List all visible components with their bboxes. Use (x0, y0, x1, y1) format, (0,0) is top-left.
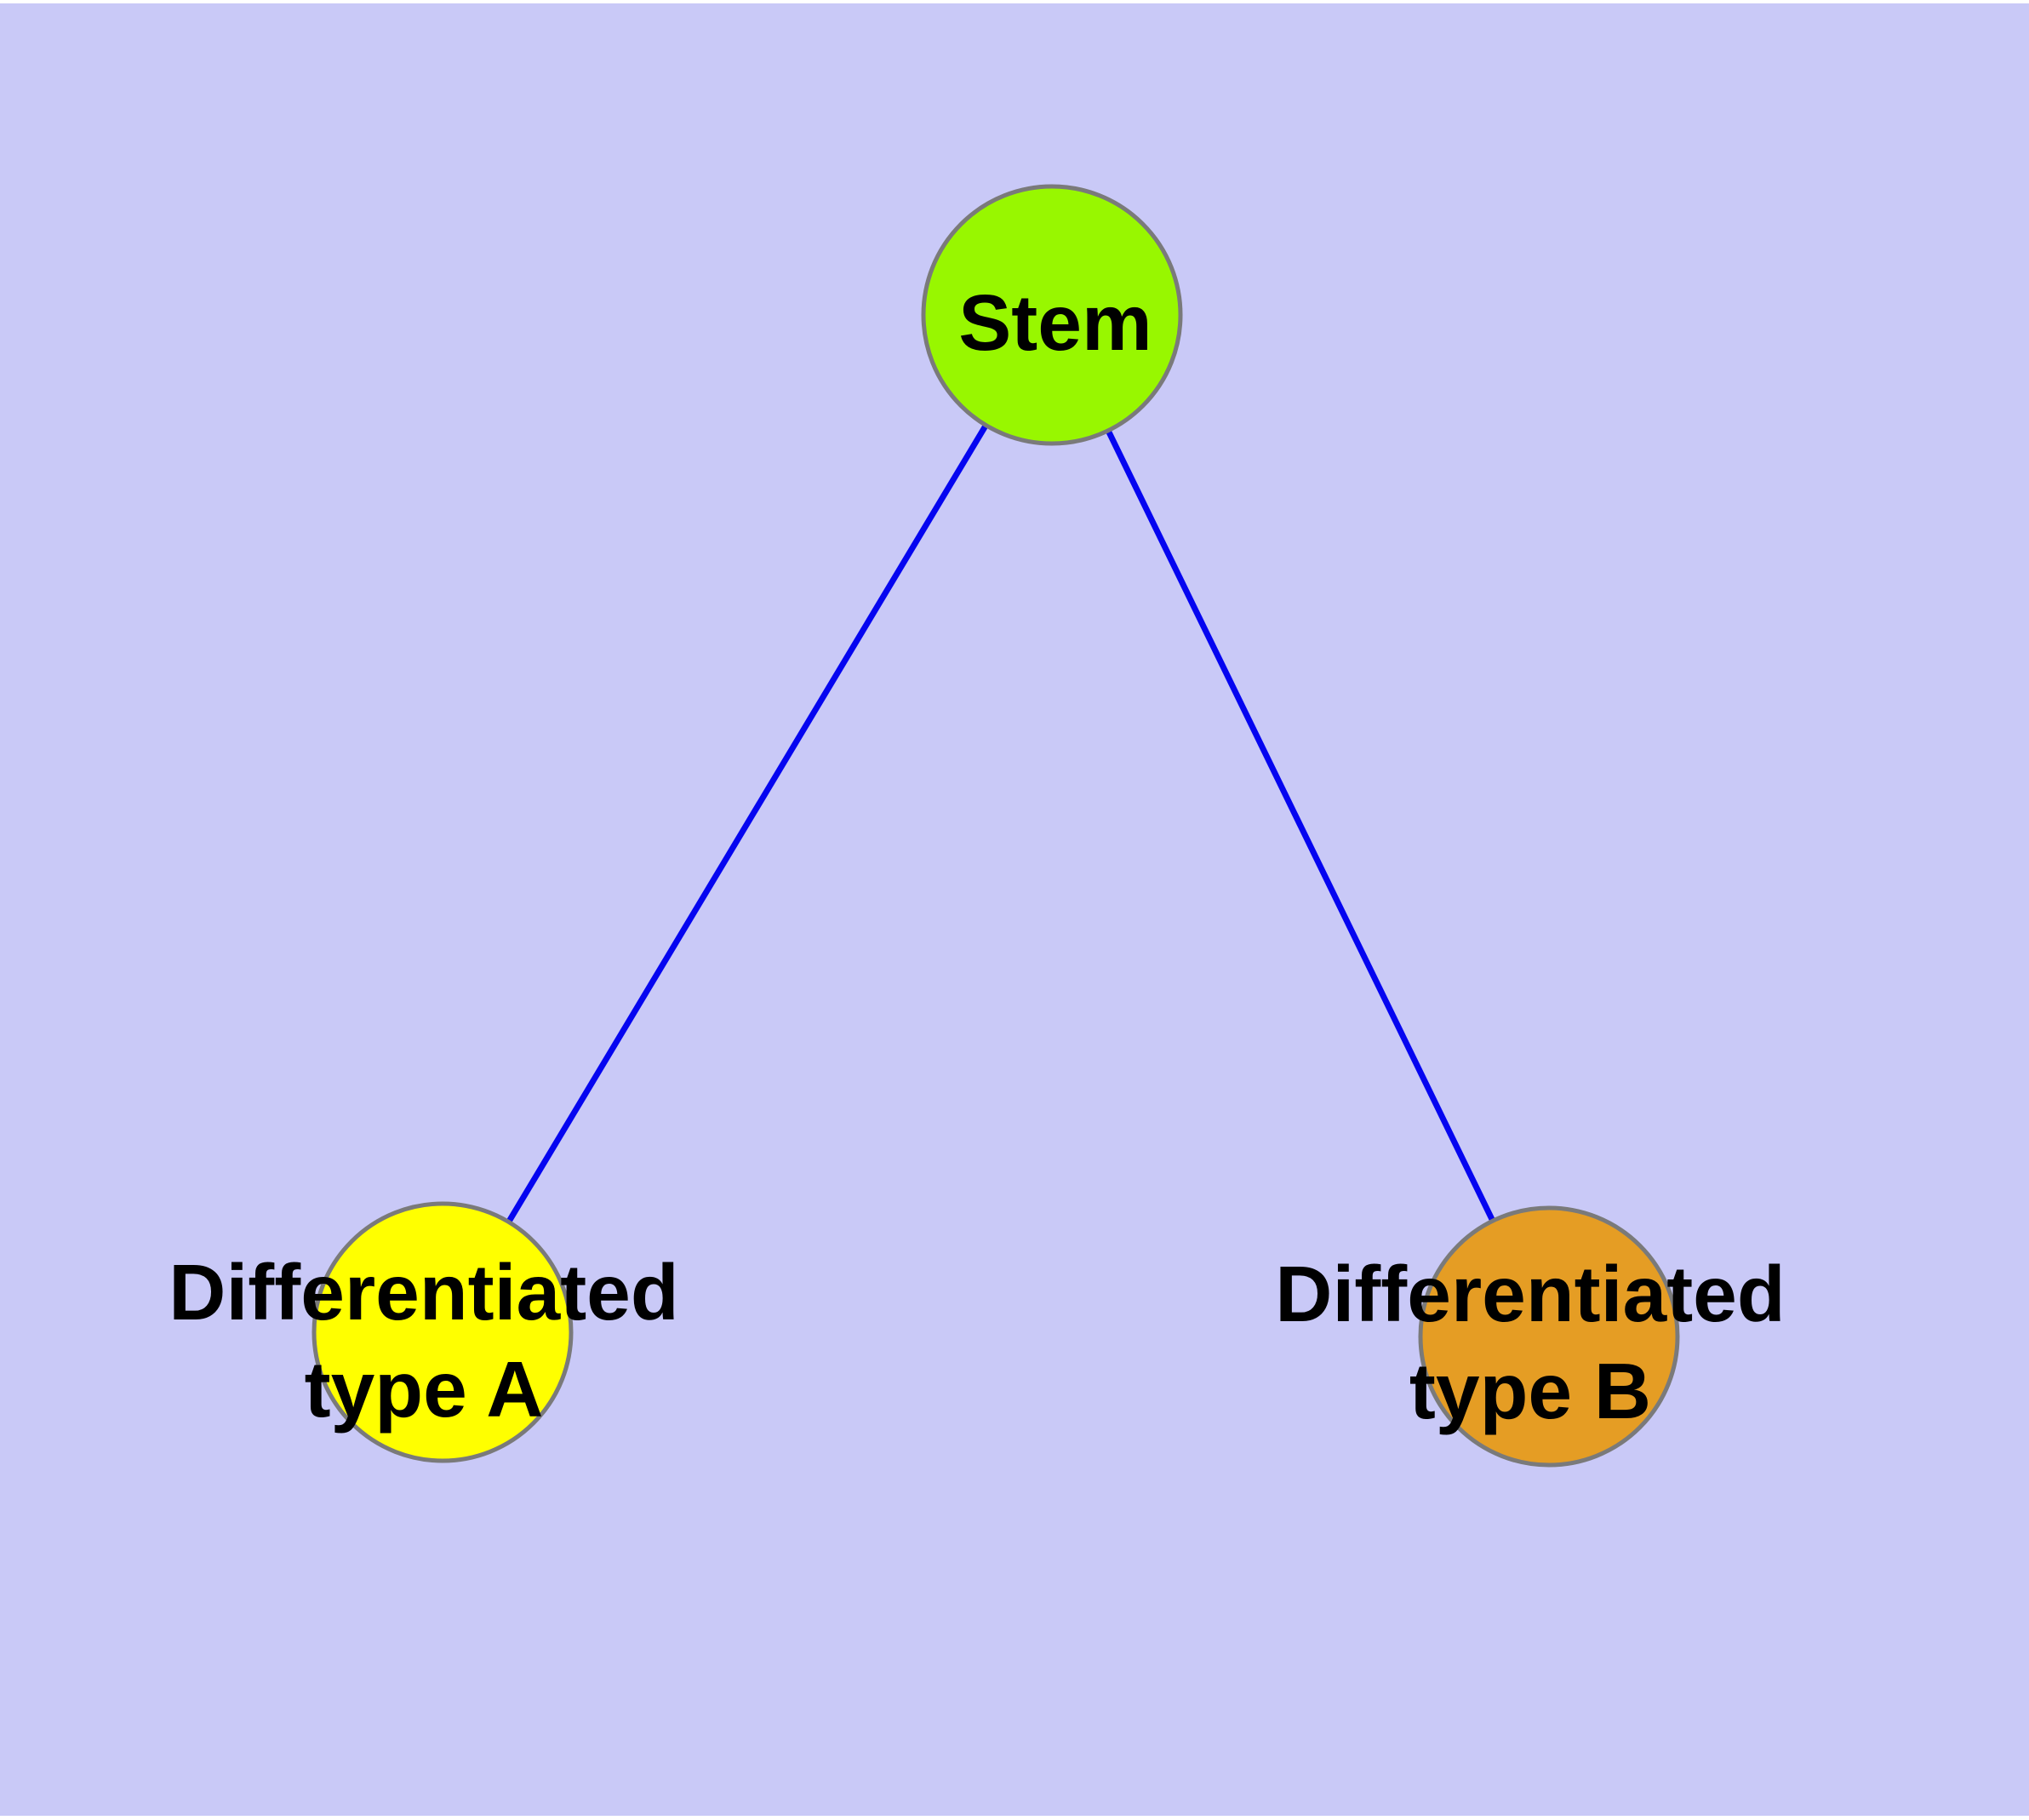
edge-stem-to-type-a (439, 313, 1055, 1334)
node-stem-label: Stem (958, 278, 1152, 367)
node-type-a-label-line2: type A (305, 1345, 544, 1434)
node-type-b-circle (1418, 1205, 1680, 1468)
node-type-b-label-line1: Differentiated (1275, 1250, 1785, 1338)
node-type-b-label-line2: type B (1409, 1347, 1651, 1435)
edge-stem-to-type-b (1049, 313, 1552, 1338)
node-type-a-label-line1: Differentiated (169, 1248, 678, 1336)
node-stem-circle (921, 184, 1183, 446)
node-type-a-circle (311, 1201, 574, 1463)
